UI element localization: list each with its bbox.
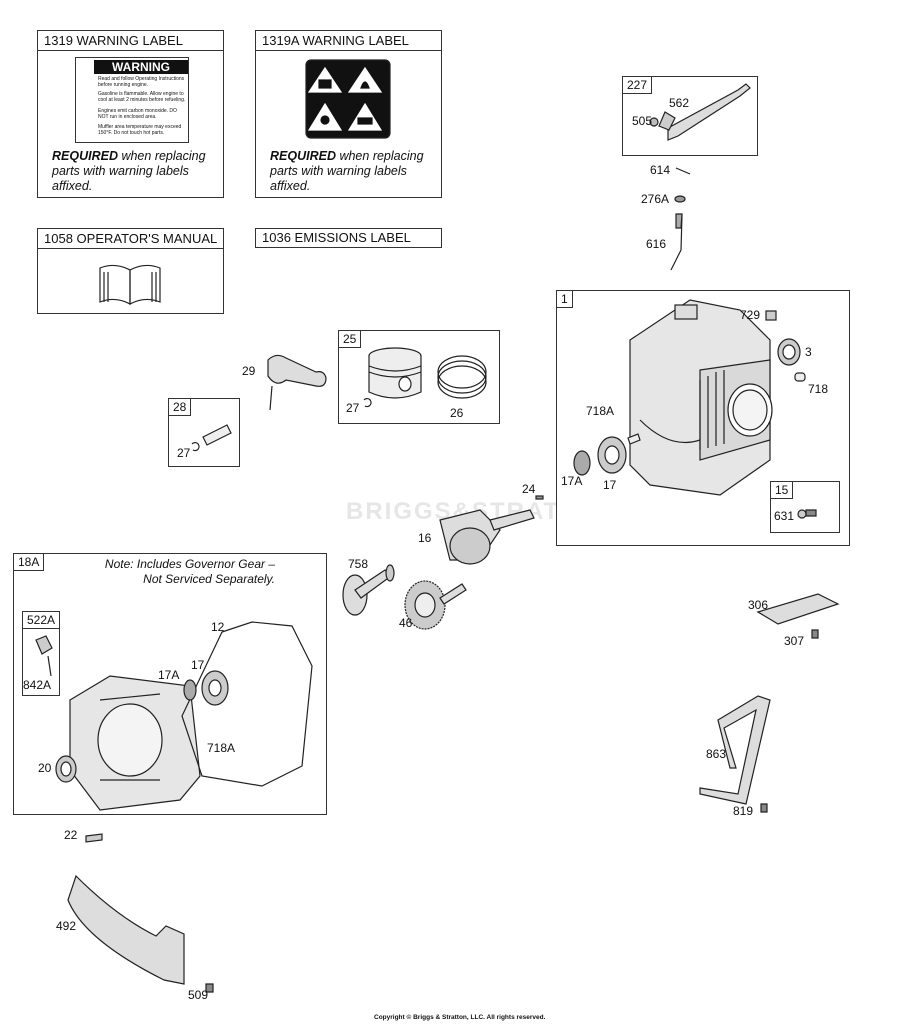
warning-label-a-box: 1319A WARNING LABEL REQUIRED when replac… [255,30,442,198]
part-label: 17A [561,474,583,488]
part-label: 842A [23,678,52,692]
warning-label-a-title: 1319A WARNING LABEL [256,31,441,51]
part-label: 17 [603,478,617,492]
part-276a-washer [674,195,686,203]
part-label: 17 [191,658,205,672]
part-631-screw [805,509,817,517]
gasket-12 [181,621,313,787]
part-label: 562 [669,96,690,110]
group-tag-15: 15 [770,481,794,499]
pin-842a [47,655,52,677]
part-24-key [535,495,544,500]
part-label: 29 [242,364,256,378]
warning-icons [305,59,391,139]
warning-label-box: 1319 WARNING LABEL WARNING Read and foll… [37,30,224,198]
bracket-306 [756,593,840,625]
part-label: 22 [64,828,78,842]
warning-line: Engines emit carbon monoxide. DO NOT run… [98,108,177,120]
part-label: 24 [522,482,536,496]
warning-line: Muffler area temperature may exceed 150°… [98,124,182,136]
part-label: 718A [207,741,236,755]
part-label: 27 [346,401,360,415]
group-tag-522a: 522A [22,611,61,629]
throttle-lever [667,83,751,141]
part-718-dowel [794,372,806,382]
piston-rings [437,355,487,399]
warning-line: Read and follow Operating Instructions b… [98,76,185,88]
part-label: 27 [177,446,191,460]
part-17a-seal-top [573,450,591,476]
part-17a-seal-bot [183,679,197,701]
part-label: 631 [774,509,795,523]
part-label: 46 [399,616,413,630]
bolt-22 [85,833,103,843]
part-label: 758 [348,557,369,571]
piston [368,347,422,399]
group-tag-1: 1 [556,290,573,308]
warning-label-title: 1319 WARNING LABEL [38,31,223,51]
part-label: 20 [38,761,52,775]
warning-label-image: WARNING Read and follow Operating Instru… [75,57,189,143]
part-label: 505 [632,114,653,128]
governor-bracket-522a [35,635,53,655]
part-718a-dowel [627,433,641,445]
group-tag-28: 28 [168,398,192,416]
operators-manual-title: 1058 OPERATOR'S MANUAL [38,229,223,249]
part-label: 509 [188,988,209,1002]
group-tag-25: 25 [338,330,362,348]
bracket-863 [699,695,771,805]
required-note: REQUIRED when replacing parts with warni… [270,149,424,193]
warning-line: Gasoline is flammable. Allow engine to c… [98,91,186,103]
part-label: 276A [641,192,670,206]
part-label: 16 [418,531,432,545]
warning-heading: WARNING [94,60,188,74]
crankshaft [439,509,535,565]
book-icon [99,264,161,305]
part-label: 616 [646,237,667,251]
part-label: 306 [748,598,769,612]
part-label: 26 [450,406,464,420]
part-label: 307 [784,634,805,648]
shroud-492 [67,874,185,985]
part-label: 718 [808,382,829,396]
governor-gear [404,580,467,630]
governor-gear-note: Note: Includes Governor Gear – Not Servi… [104,557,275,586]
part-27-clip [363,397,372,408]
group-tag-227: 227 [622,76,653,94]
cylinder-block [629,299,773,496]
part-label: 492 [56,919,77,933]
crankcase-cover [69,675,201,811]
part-label: 718A [586,404,615,418]
part-label: 12 [211,620,225,634]
required-note: REQUIRED when replacing parts with warni… [52,149,206,193]
emissions-label-title: 1036 EMISSIONS LABEL [262,230,411,245]
copyright-notice: Copyright © Briggs & Stratton, LLC. All … [374,1014,546,1021]
group-tag-18a: 18A [13,553,45,571]
part-729-cap [765,310,777,321]
part-label: 729 [740,308,761,322]
connecting-rod [267,354,327,387]
part-label: 3 [805,345,812,359]
part-614-pin [675,167,691,175]
screw-307 [811,629,819,639]
screw-509 [205,983,214,993]
screw-819 [760,803,768,813]
part-label: 17A [158,668,180,682]
part-505-nut [649,117,659,127]
part-label: 819 [733,804,754,818]
piston-pin [202,424,232,446]
part-label: 614 [650,163,671,177]
camshaft [342,564,395,616]
part-label: 863 [706,747,727,761]
emissions-label-box: 1036 EMISSIONS LABEL [255,228,442,248]
